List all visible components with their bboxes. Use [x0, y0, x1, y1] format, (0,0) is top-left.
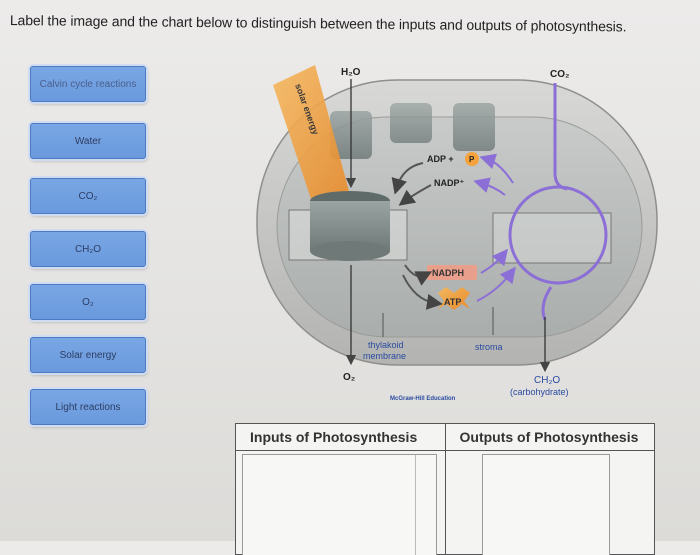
o2-text: O₂	[343, 372, 355, 383]
stroma-text: stroma	[475, 342, 503, 352]
label-calvin-cycle-reactions[interactable]: Calvin cycle reactions	[30, 66, 146, 102]
label-co2[interactable]: CO₂	[30, 178, 146, 214]
carbohydrate-text: (carbohydrate)	[510, 387, 569, 397]
question-prompt: Label the image and the chart below to d…	[9, 12, 627, 35]
nadph-box	[427, 265, 477, 280]
atp-text: ATP	[444, 297, 461, 307]
ch2o-text: CH₂O	[534, 375, 560, 386]
calvin-cycle-circle	[508, 185, 608, 285]
nadp-text: NADP⁺	[434, 178, 465, 188]
thylakoid-text-2: membrane	[363, 351, 406, 361]
phosphate-text: P	[469, 155, 475, 164]
adp-text: ADP +	[427, 154, 454, 164]
co2-arrow	[553, 83, 568, 191]
ch2o-curve	[541, 286, 553, 321]
credit-text: McGraw-Hill Education	[390, 396, 456, 402]
label-water[interactable]: Water	[30, 123, 146, 159]
outputs-dropzone[interactable]	[481, 454, 610, 555]
co2-text: CO₂	[550, 69, 569, 80]
inputs-dropzone[interactable]	[242, 454, 437, 555]
inputs-outputs-chart: Inputs of Photosynthesis Outputs of Phot…	[235, 423, 655, 555]
chloroplast-diagram: solar energy H₂O O₂ CO₂ CH₂O (carbohydra…	[256, 65, 658, 402]
atp-burst	[438, 287, 470, 310]
outputs-header: Outputs of Photosynthesis	[459, 429, 639, 445]
h2o-text: H₂O	[341, 67, 361, 78]
thylakoid-text-1: thylakoid	[368, 340, 404, 350]
label-o2[interactable]: O₂	[30, 284, 146, 320]
label-ch2o[interactable]: CH₂O	[30, 231, 146, 267]
inputs-header: Inputs of Photosynthesis	[236, 424, 446, 450]
solar-energy-beam	[273, 65, 350, 205]
label-light-reactions[interactable]: Light reactions	[30, 389, 146, 425]
nadph-text: NADPH	[432, 268, 464, 278]
label-solar-energy[interactable]: Solar energy	[30, 337, 146, 373]
